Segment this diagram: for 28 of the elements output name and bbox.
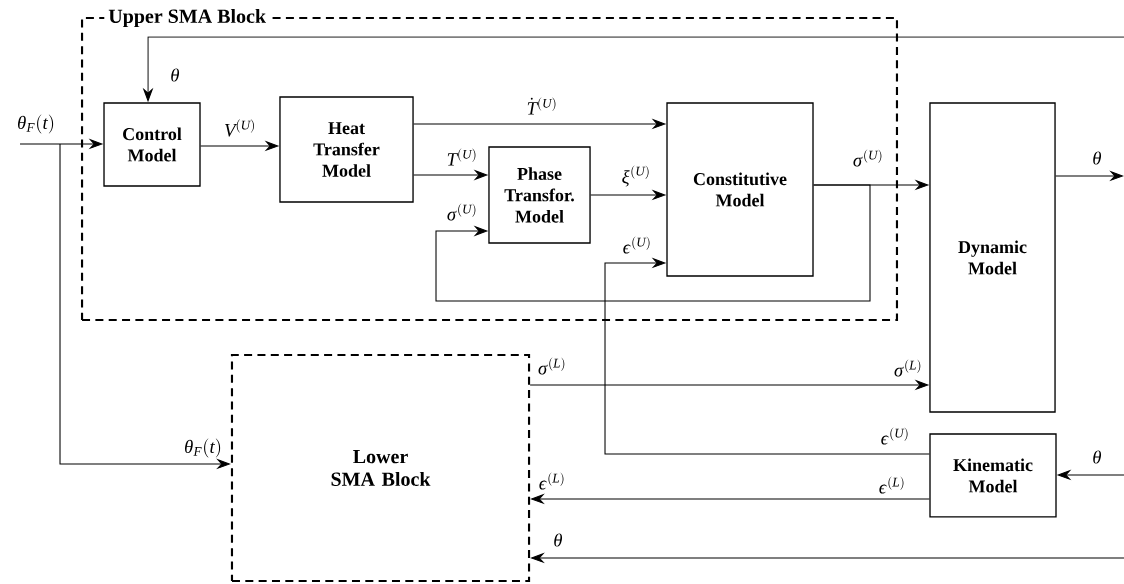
model-box: Phase Transfor. Model <box>488 146 591 244</box>
edge-label: $T^{(U)}$ <box>447 148 476 166</box>
signal-label: $\varepsilon^{(U)}$ <box>881 427 908 445</box>
dashed-block: Lower SMA Block <box>230 353 531 583</box>
edge-label: $\sigma^{(L)}$ <box>538 357 565 375</box>
signal-label: $\sigma^{(L)}$ <box>894 359 921 377</box>
block-heading: Upper SMA Block <box>104 4 271 32</box>
arrow <box>604 257 930 455</box>
model-box: Control Model <box>103 102 201 187</box>
edge-label: $V^{(U)}$ <box>225 119 254 137</box>
model-box: Kinematic Model <box>929 433 1057 518</box>
edge-label: $\theta_F(t)$ <box>185 438 221 458</box>
edge-label: $\xi^{(U)}$ <box>622 165 649 187</box>
edge-label: $\sigma^{(U)}$ <box>853 149 882 167</box>
edge-label: $\varepsilon^{(U)}$ <box>623 236 650 254</box>
signal-label: $\varepsilon^{(L)}$ <box>879 476 904 494</box>
model-box: Heat Transfer Model <box>279 96 414 203</box>
edge-label: $\sigma^{(U)}$ <box>447 203 476 221</box>
edge-label: $\dot{T}^{(U)}$ <box>527 97 556 115</box>
edge-label: $\varepsilon^{(L)}$ <box>539 472 564 490</box>
edge-label: $\theta$ <box>1093 450 1102 464</box>
model-box: Dynamic Model <box>929 102 1056 413</box>
edge-label: $\theta_F(t)$ <box>18 114 54 134</box>
arrow <box>435 184 871 302</box>
edge-label: $\theta$ <box>171 68 180 82</box>
edge-label: $\theta$ <box>554 533 563 547</box>
model-box: Constitutive Model <box>666 102 814 277</box>
edge-label: $\theta$ <box>1093 151 1102 165</box>
